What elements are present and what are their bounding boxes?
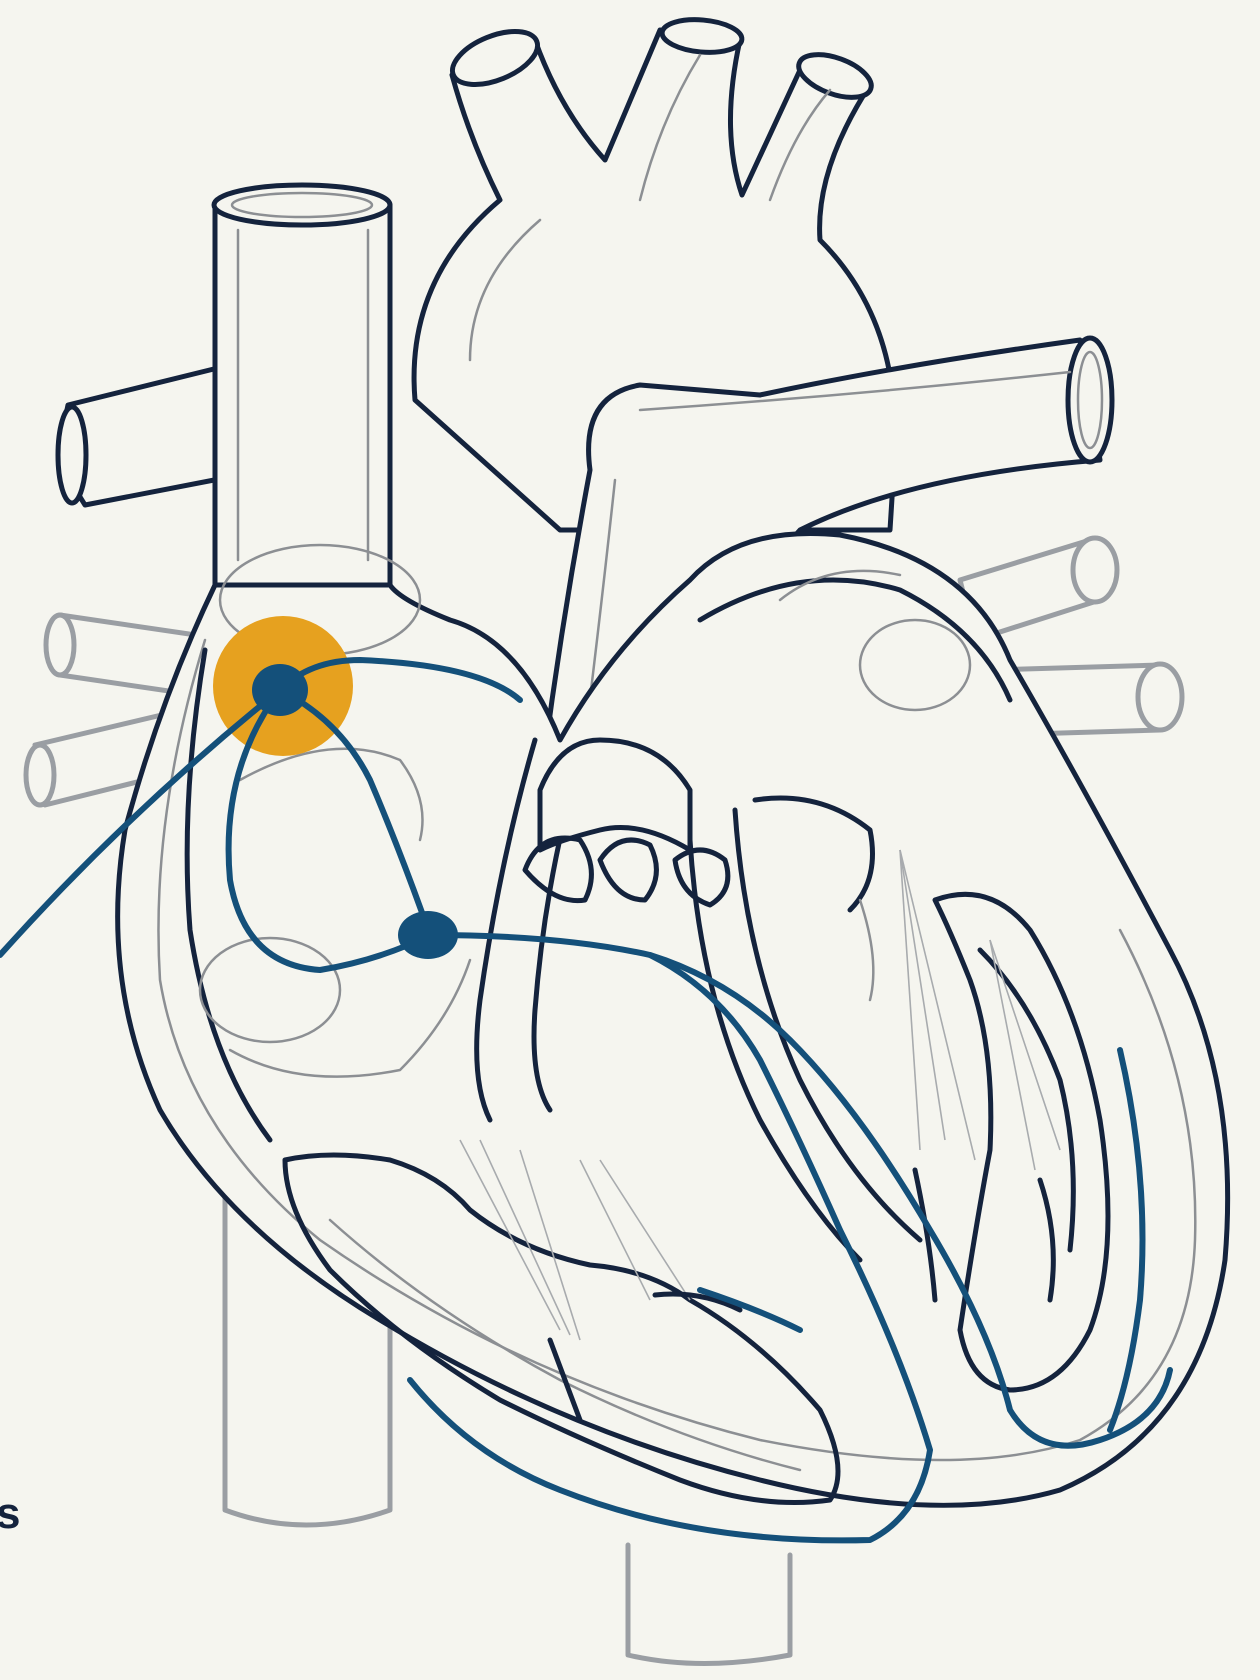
cropped-edge-text: s [0,1492,20,1536]
sa-node [252,664,308,716]
av-node [398,911,458,959]
superior-vena-cava [58,185,390,585]
